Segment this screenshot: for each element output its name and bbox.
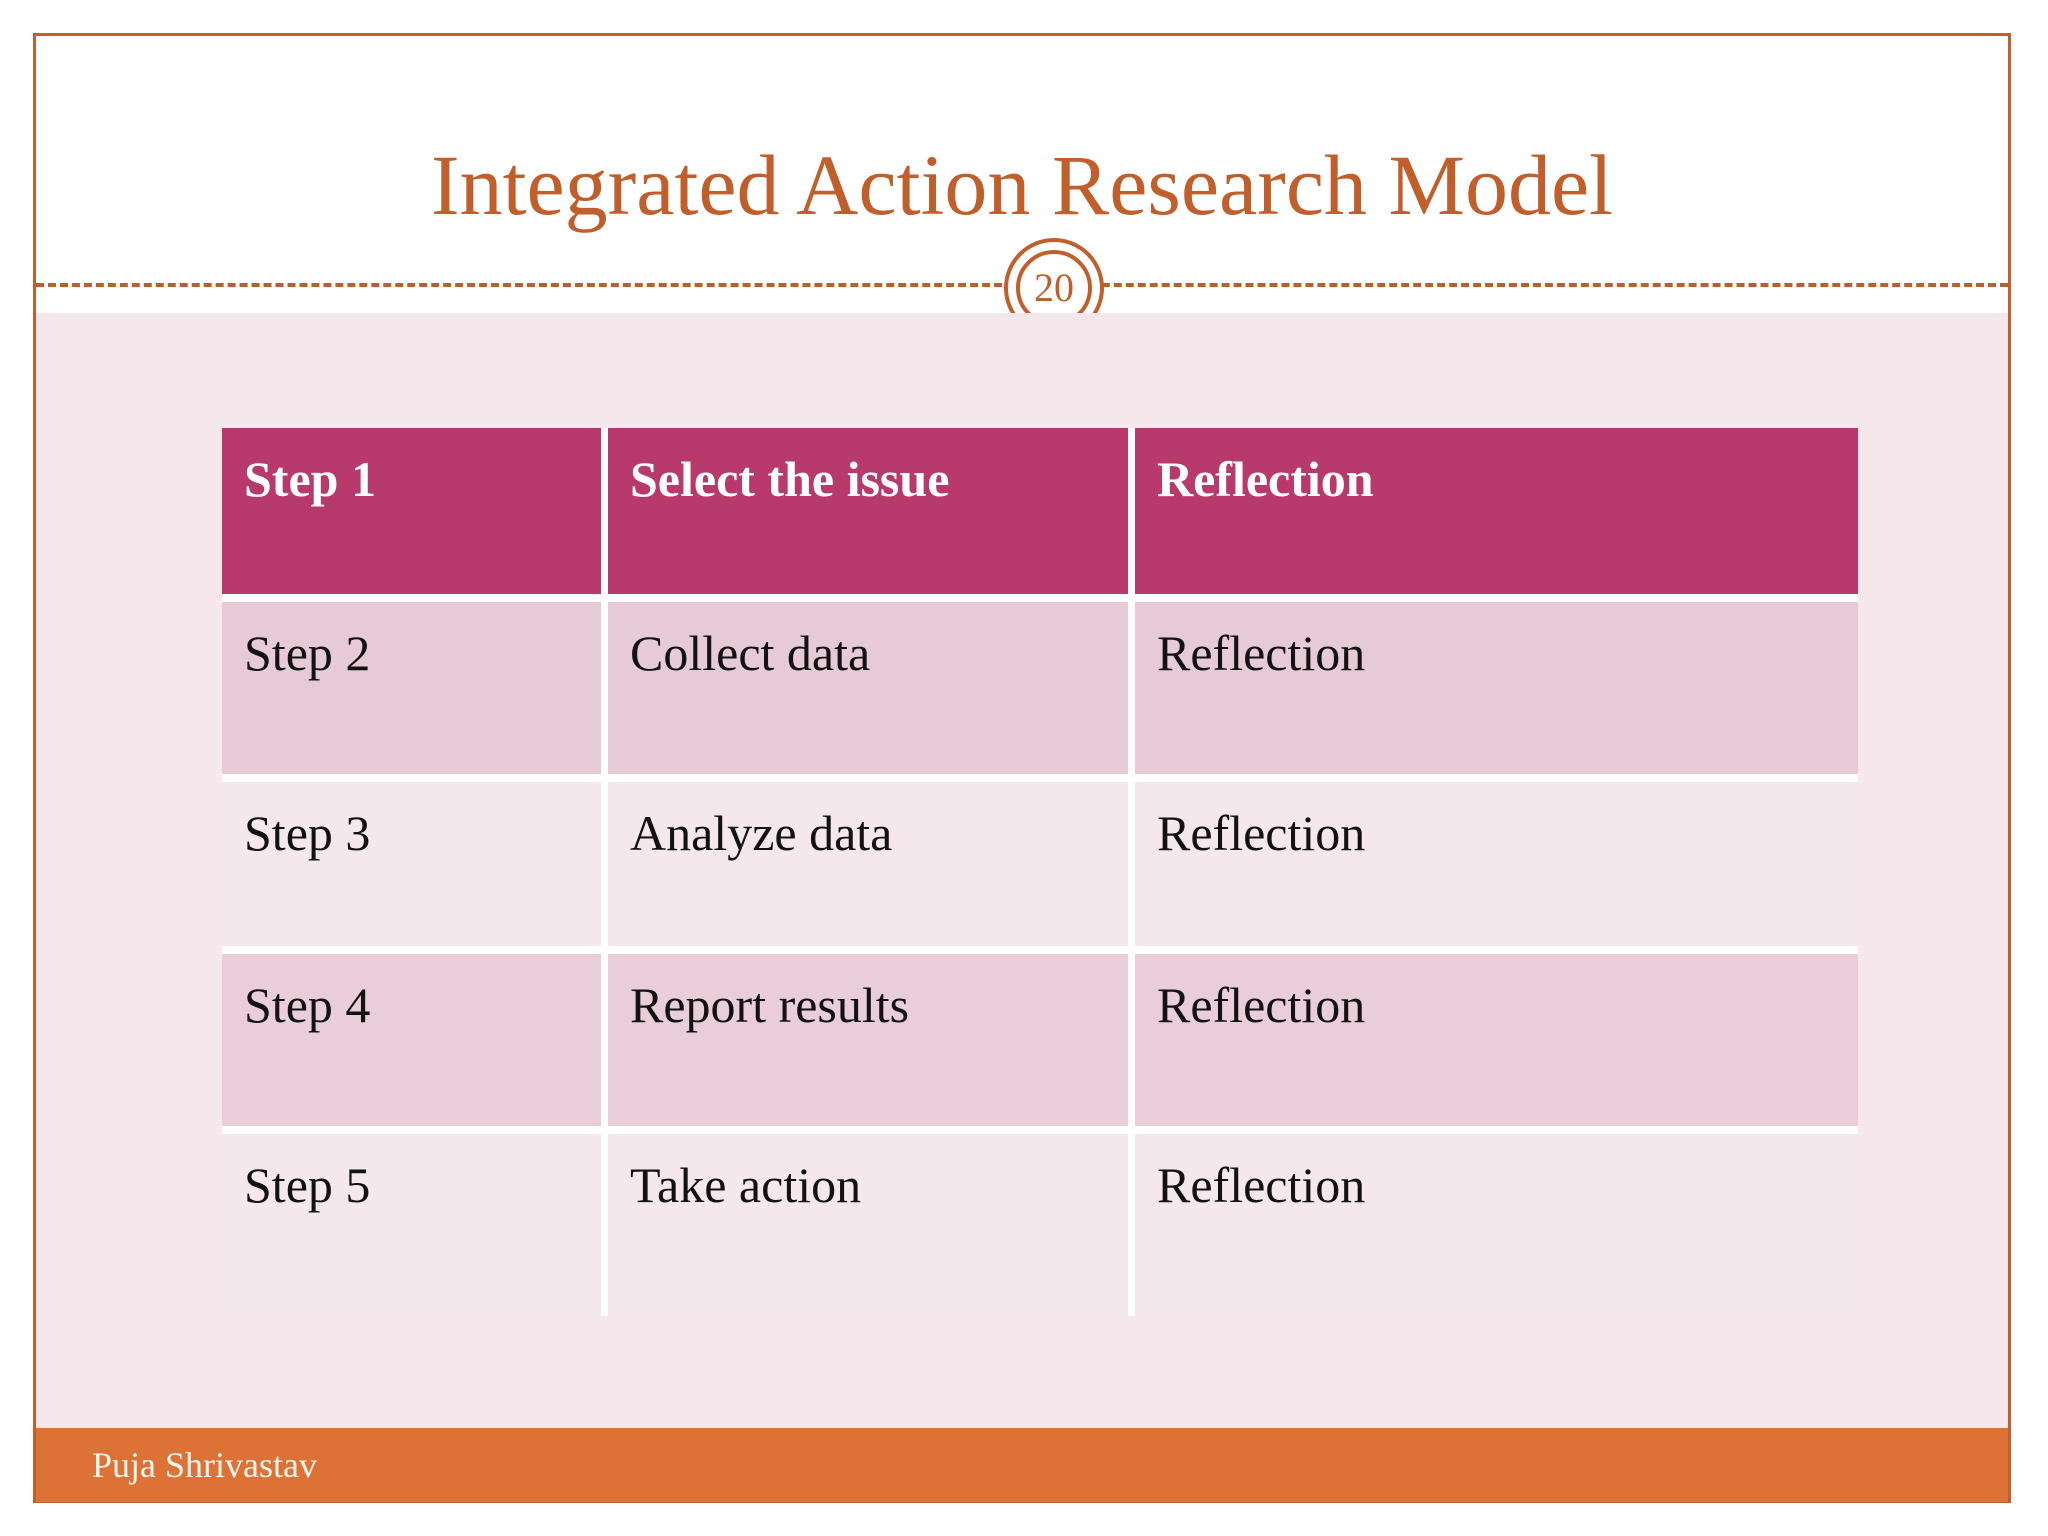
table-header: Step 1 Select the issue Reflection <box>222 428 1858 602</box>
action-research-steps-table: Step 1 Select the issue Reflection Step … <box>222 428 1858 1316</box>
cell-activity: Take action <box>608 1134 1135 1316</box>
table-row: Step 2 Collect data Reflection <box>222 602 1858 782</box>
cell-step: Step 5 <box>222 1134 608 1316</box>
table-body: Step 2 Collect data Reflection Step 3 An… <box>222 602 1858 1316</box>
cell-reflection: Reflection <box>1135 1134 1858 1316</box>
table-header-row: Step 1 Select the issue Reflection <box>222 428 1858 602</box>
page-title: Integrated Action Research Model <box>430 136 1614 233</box>
table-row: Step 3 Analyze data Reflection <box>222 782 1858 954</box>
table-header-cell-reflection: Reflection <box>1135 428 1858 602</box>
cell-reflection: Reflection <box>1135 782 1858 954</box>
cell-activity: Collect data <box>608 602 1135 782</box>
cell-reflection: Reflection <box>1135 954 1858 1134</box>
cell-reflection: Reflection <box>1135 602 1858 782</box>
cell-step: Step 2 <box>222 602 608 782</box>
cell-step: Step 3 <box>222 782 608 954</box>
cell-step: Step 4 <box>222 954 608 1134</box>
cell-activity: Report results <box>608 954 1135 1134</box>
table-header-cell-activity: Select the issue <box>608 428 1135 602</box>
footer-bar: Puja Shrivastav <box>36 1428 2008 1502</box>
footer-author-name: Puja Shrivastav <box>92 1445 317 1485</box>
table-row: Step 5 Take action Reflection <box>222 1134 1858 1316</box>
cell-activity: Analyze data <box>608 782 1135 954</box>
slide-title-area: Integrated Action Research Model <box>36 120 2008 250</box>
table-row: Step 4 Report results Reflection <box>222 954 1858 1134</box>
page-number-text: 20 <box>1034 265 1074 310</box>
table-header-cell-step: Step 1 <box>222 428 608 602</box>
